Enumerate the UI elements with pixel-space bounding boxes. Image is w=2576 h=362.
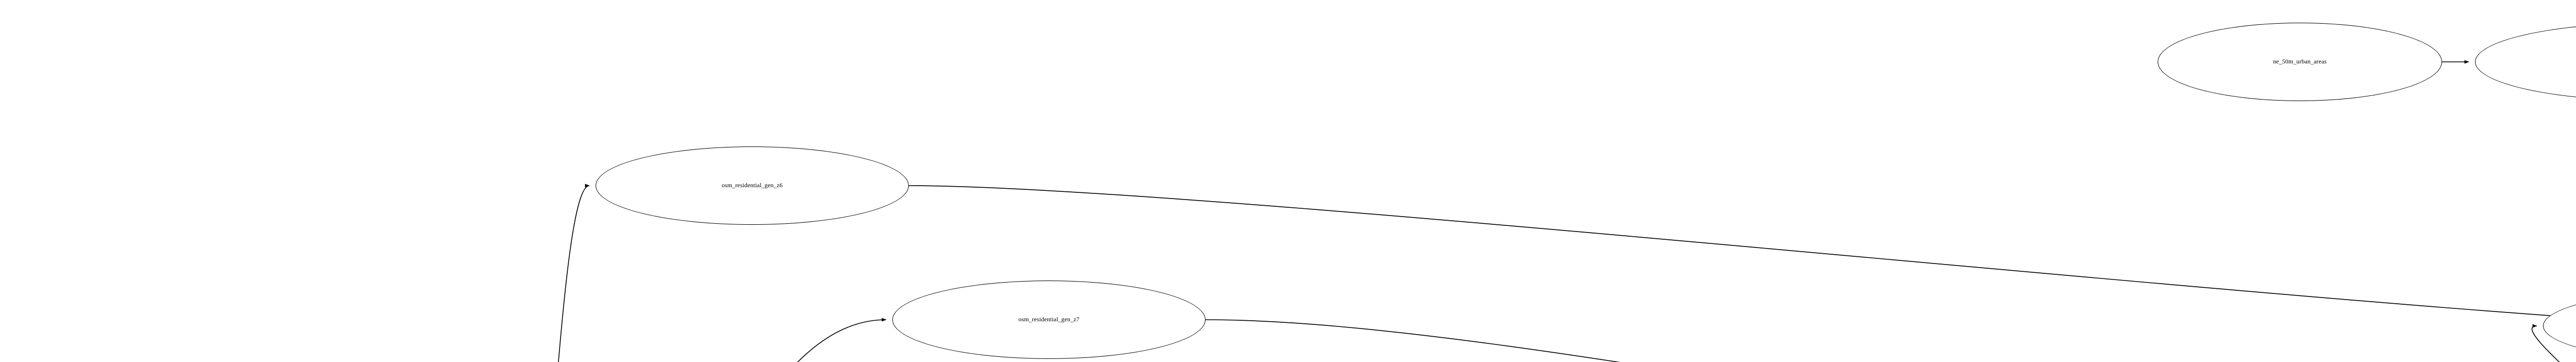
graph-edge — [908, 185, 2576, 318]
graph-edge — [558, 184, 590, 362]
graph-node-ne-50m-urban-areas[interactable]: ne_50m_urban_areas — [2158, 23, 2442, 101]
graph-node-osm-residential-gen-z6[interactable]: osm_residential_gen_z6 — [596, 146, 909, 225]
edge-paths — [558, 60, 2576, 362]
graph-edge — [1205, 319, 1621, 362]
graph-node-osm-residential-gen-z7[interactable]: osm_residential_gen_z7 — [892, 281, 1206, 359]
graph-node-label: osm_residential_gen_z7 — [1018, 316, 1080, 323]
graph-node-label: ne_50m_urban_areas — [2273, 58, 2327, 65]
graph-edge — [2531, 324, 2560, 362]
graph-node-label: osm_residential_gen_z6 — [721, 182, 783, 189]
graph-edge — [797, 318, 887, 362]
